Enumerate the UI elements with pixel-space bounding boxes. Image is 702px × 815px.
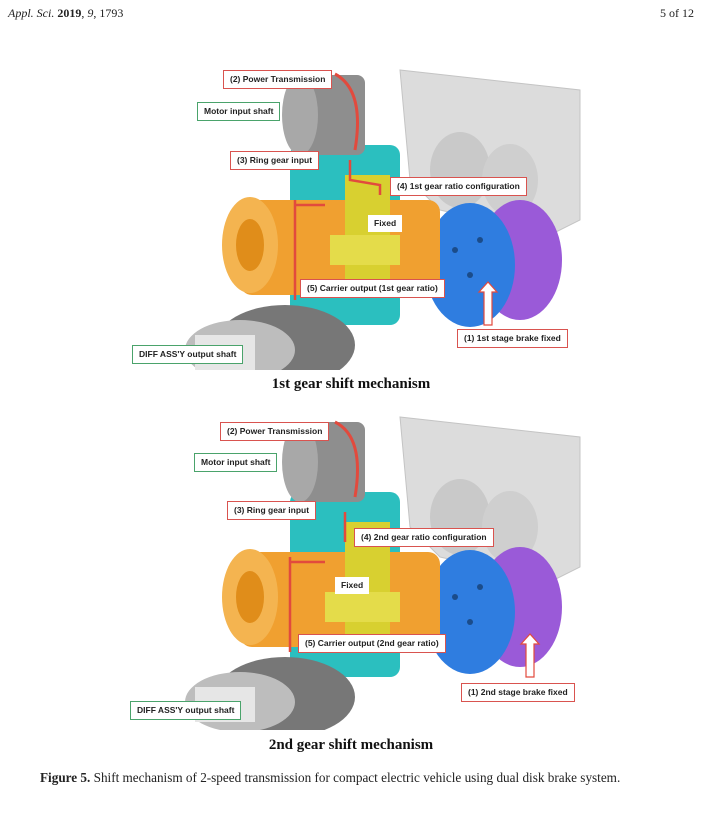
label-motor-input-shaft: Motor input shaft — [197, 102, 281, 121]
figure-panel-2nd-gear: (2) Power Transmission Motor input shaft… — [110, 412, 600, 730]
article-number: , 1793 — [93, 6, 124, 20]
label-fixed: Fixed — [335, 577, 370, 594]
label-power-transmission: (2) Power Transmission — [223, 70, 333, 89]
label-power-transmission: (2) Power Transmission — [220, 422, 330, 441]
figure-label: Figure 5. — [40, 770, 91, 785]
subfigure-caption-1st: 1st gear shift mechanism — [271, 376, 431, 392]
label-carrier-output: (5) Carrier output (1st gear ratio) — [300, 279, 445, 298]
label-diff-output-shaft: DIFF ASS'Y output shaft — [130, 701, 242, 720]
journal-citation: Appl. Sci. 2019, 9, 1793 — [8, 6, 124, 20]
journal-year: 2019 — [57, 6, 82, 20]
figure-caption: Figure 5. Shift mechanism of 2-speed tra… — [40, 768, 680, 787]
journal-volume: 9 — [87, 6, 94, 20]
gear-illustration-1st — [185, 69, 581, 370]
label-ring-gear-input: (3) Ring gear input — [230, 151, 320, 170]
label-brake-fixed: (1) 1st stage brake fixed — [457, 329, 568, 348]
label-gear-ratio-config: (4) 1st gear ratio configuration — [390, 177, 527, 196]
label-ring-gear-input: (3) Ring gear input — [227, 501, 317, 520]
label-gear-ratio-config: (4) 2nd gear ratio configuration — [354, 528, 494, 547]
page-number: 5 of 12 — [660, 6, 694, 20]
gear-illustration-2nd — [185, 416, 581, 730]
journal-name: Appl. Sci. — [8, 6, 55, 20]
label-carrier-output: (5) Carrier output (2nd gear ratio) — [298, 634, 446, 653]
label-brake-fixed: (1) 2nd stage brake fixed — [461, 683, 575, 702]
page-header: Appl. Sci. 2019, 9, 1793 5 of 12 — [8, 6, 694, 24]
subfigure-caption-2nd: 2nd gear shift mechanism — [268, 737, 434, 753]
figure-caption-text: Shift mechanism of 2-speed transmission … — [93, 770, 621, 785]
figure-panel-1st-gear: (2) Power Transmission Motor input shaft… — [110, 60, 600, 370]
label-diff-output-shaft: DIFF ASS'Y output shaft — [132, 345, 244, 364]
label-motor-input-shaft: Motor input shaft — [194, 453, 278, 472]
label-fixed: Fixed — [368, 215, 403, 232]
